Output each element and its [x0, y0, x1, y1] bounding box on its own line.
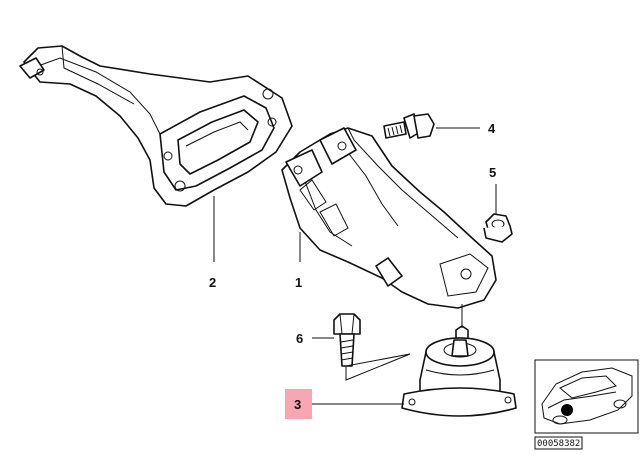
- car-location-thumbnail[interactable]: 00058382: [534, 359, 639, 450]
- assembly-guide-lines: [345, 304, 463, 381]
- callout-1: 1: [295, 275, 302, 290]
- engine-mount-rubber-icon[interactable]: [401, 325, 517, 417]
- hex-bolt-icon[interactable]: [333, 313, 361, 367]
- engine-mount-bracket-icon[interactable]: [281, 127, 497, 309]
- mount-location-marker: [561, 404, 573, 416]
- callout-6: 6: [296, 331, 303, 346]
- hex-nut-icon[interactable]: [483, 213, 513, 243]
- car-outline-icon: [541, 367, 633, 425]
- leader-lines: [213, 127, 497, 405]
- callout-2: 2: [209, 275, 216, 290]
- callout-4: 4: [488, 121, 496, 136]
- flange-bolt-icon[interactable]: [383, 113, 435, 139]
- callout-3: 3: [294, 397, 301, 412]
- engine-support-bracket-icon[interactable]: [19, 45, 293, 207]
- callout-3-highlight: [285, 389, 312, 419]
- diagram-reference-number: 00058382: [537, 439, 580, 449]
- callout-5: 5: [489, 165, 496, 180]
